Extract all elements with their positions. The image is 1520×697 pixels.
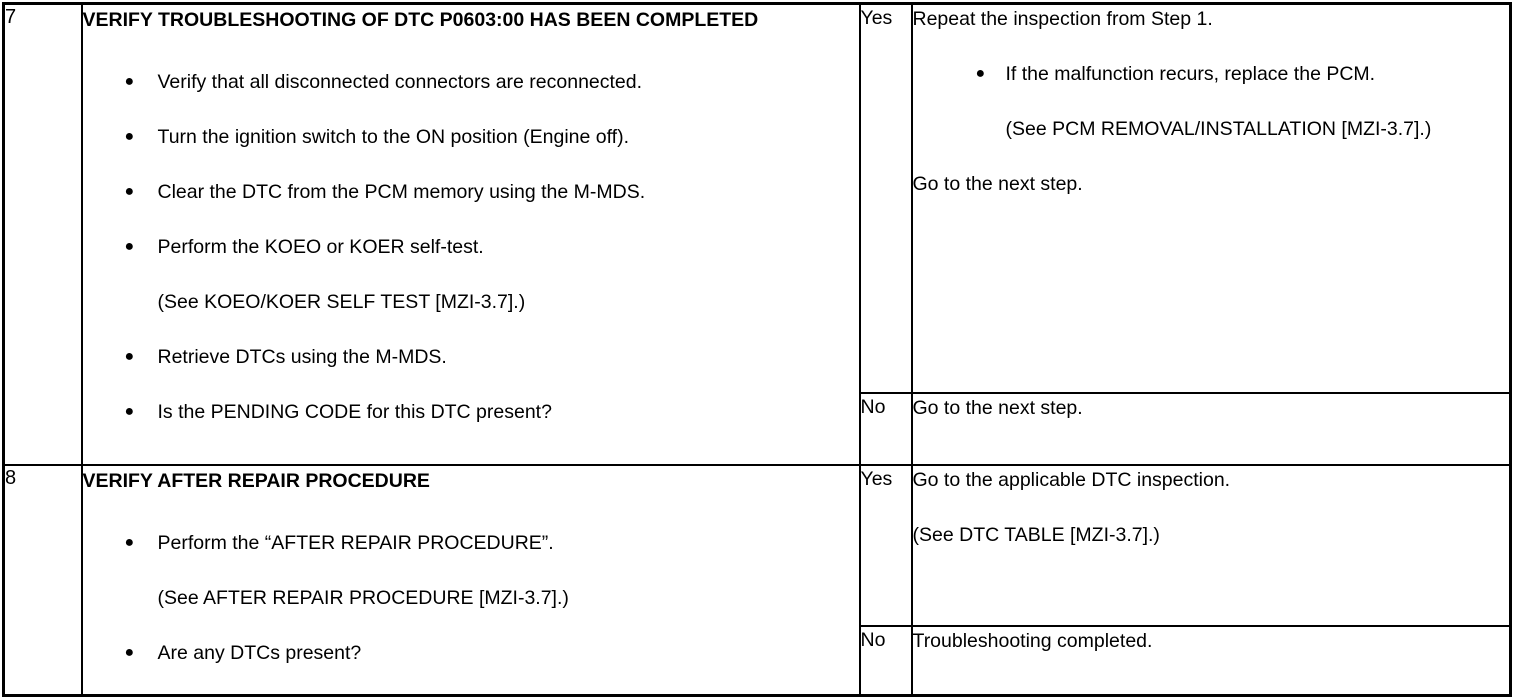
step7-no-text: Go to the next step.	[912, 396, 1083, 419]
step7-yes-result-cell: Repeat the inspection from Step 1. ● If …	[910, 2, 1512, 394]
step8-yes-intro: Go to the applicable DTC inspection.	[912, 468, 1231, 491]
step7-bullet-3: ● Clear the DTC from the PCM memory usin…	[124, 178, 858, 206]
step7-no-row: No Go to the next step.	[4, 391, 1512, 466]
bullet-text: Verify that all disconnected connectors …	[157, 71, 643, 93]
step8-no-text: Troubleshooting completed.	[912, 629, 1153, 652]
bullet-icon: ●	[124, 73, 135, 90]
bullet-icon: ●	[124, 183, 135, 200]
bullet-text: Perform the “AFTER REPAIR PROCEDURE”.	[157, 531, 554, 554]
step8-yes-result-cell: Go to the applicable DTC inspection. (Se…	[910, 463, 1512, 627]
step8-number-cell: 8	[2, 463, 83, 696]
step7-no-label-cell: No	[858, 391, 913, 466]
step7-yes-bullet: ● If the malfunction recurs, replace the…	[975, 60, 1509, 88]
bullet-text: Clear the DTC from the PCM memory using …	[157, 181, 646, 203]
bullet-icon: ●	[124, 128, 135, 145]
step7-yes-row: 7 VERIFY TROUBLESHOOTING OF DTC P0603:00…	[2, 2, 1512, 466]
step7-action-title: VERIFY TROUBLESHOOTING OF DTC P0603:00 H…	[82, 9, 759, 31]
step7-yes-bullet-reference: (See PCM REMOVAL/INSTALLATION [MZI-3.7].…	[1005, 118, 1432, 140]
step8-yes-row: 8 VERIFY AFTER REPAIR PROCEDURE ● Perfor…	[2, 463, 1512, 696]
step8-bullet-2: ● Are any DTCs present?	[124, 639, 858, 667]
bullet-text: Perform the KOEO or KOER self-test.	[157, 236, 484, 258]
step7-action-cell: VERIFY TROUBLESHOOTING OF DTC P0603:00 H…	[80, 2, 861, 466]
step7-yes-label-cell: Yes	[858, 2, 913, 394]
bullet-icon: ●	[124, 643, 135, 661]
step7-bullet-5: ● Retrieve DTCs using the M-MDS.	[124, 343, 858, 371]
step8-bullet-1-reference: (See AFTER REPAIR PROCEDURE [MZI-3.7].)	[157, 586, 569, 609]
step7-bullet-6: ● Is the PENDING CODE for this DTC prese…	[124, 398, 858, 426]
bullet-icon: ●	[124, 238, 135, 255]
bullet-text: Is the PENDING CODE for this DTC present…	[157, 401, 552, 423]
step7-bullet-4-reference: (See KOEO/KOER SELF TEST [MZI-3.7].)	[157, 291, 526, 313]
step8-action-cell: VERIFY AFTER REPAIR PROCEDURE ● Perform …	[80, 463, 861, 696]
bullet-icon: ●	[124, 533, 135, 551]
step8-bullet-1: ● Perform the “AFTER REPAIR PROCEDURE”.	[124, 529, 858, 557]
step8-action-title: VERIFY AFTER REPAIR PROCEDURE	[82, 469, 430, 492]
step8-no-label-cell: No	[858, 624, 913, 697]
step7-number-cell: 7	[2, 2, 83, 466]
step7-yes-outro: Go to the next step.	[912, 173, 1083, 195]
step8-yes-reference: (See DTC TABLE [MZI-3.7].)	[912, 523, 1160, 546]
step7-no-result-cell: Go to the next step.	[910, 391, 1512, 466]
bullet-text: Turn the ignition switch to the ON posit…	[157, 126, 630, 148]
bullet-icon: ●	[124, 348, 135, 365]
bullet-text: Retrieve DTCs using the M-MDS.	[157, 346, 447, 368]
bullet-icon: ●	[124, 403, 135, 420]
bullet-text: Are any DTCs present?	[157, 641, 362, 664]
bullet-icon: ●	[975, 65, 986, 82]
step7-bullet-1: ● Verify that all disconnected connector…	[124, 68, 858, 96]
step8-yes-label-cell: Yes	[858, 463, 913, 627]
step7-yes-intro: Repeat the inspection from Step 1.	[912, 8, 1213, 30]
step7-bullet-2: ● Turn the ignition switch to the ON pos…	[124, 123, 858, 151]
step8-no-result-cell: Troubleshooting completed.	[910, 624, 1512, 697]
step7-bullet-4: ● Perform the KOEO or KOER self-test.	[124, 233, 858, 261]
bullet-text: If the malfunction recurs, replace the P…	[1005, 63, 1376, 85]
